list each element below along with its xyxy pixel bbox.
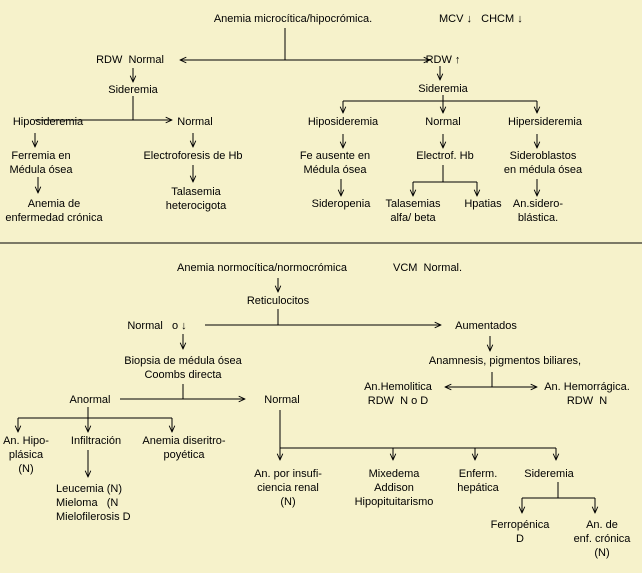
anemia-sideroblastica-label: An.sidero- blástica. <box>512 198 564 224</box>
anemia-diseritropoyetica-label: Anemia diseritro- poyética <box>142 435 226 461</box>
normal-o-bajo-label: Normal o ↓ <box>127 320 187 332</box>
microcytic-root-label: Anemia microcítica/hipocrómica. <box>213 13 373 25</box>
sideroblastos-medula-label: Sideroblastos en médula ósea <box>503 150 583 176</box>
anemia-hipoplasica-label: An. Hipo- plásica (N) <box>3 435 49 475</box>
anemia-hemorragica-label: An. Hemorrágica. RDW N <box>544 381 630 407</box>
right-hipersideremia-label: Hipersideremia <box>508 116 582 128</box>
sideremia-label: Sideremia <box>524 468 574 480</box>
infiltracion-label: Infiltración <box>70 435 122 447</box>
left-sideremia-label: Sideremia <box>108 84 158 96</box>
right-hiposideremia-label: Hiposideremia <box>307 116 379 128</box>
hpatias-label: Hpatias <box>464 198 502 210</box>
rdw-normal-label: RDW Normal <box>96 54 164 66</box>
aumentados-label: Aumentados <box>455 320 517 332</box>
electrof-hb-label: Electrof. Hb <box>416 150 474 162</box>
left-hiposideremia-label: Hiposideremia <box>12 116 84 128</box>
biopsia-coombs-label: Biopsia de médula ósea Coombs directa <box>124 355 242 381</box>
left-normal-label: Normal <box>177 116 213 128</box>
anemia-hemolitica-label: An.Hemolitica RDW N o D <box>364 381 432 407</box>
anemia-insuficiencia-renal-label: An. por insufi- ciencia renal (N) <box>254 468 322 508</box>
fe-ausente-medula-label: Fe ausente en Médula ósea <box>299 150 371 176</box>
normocytic-root-label: Anemia normocítica/normocrómica <box>177 262 347 274</box>
right-sideremia-label: Sideremia <box>418 83 468 95</box>
normal-label: Normal <box>264 394 300 406</box>
enfermedad-hepatica-label: Enferm. hepática <box>457 468 499 494</box>
vcm-normal-label: VCM Normal. <box>393 262 463 274</box>
ferropenica-label: Ferropénica D <box>490 519 550 545</box>
talasemia-heterocigota-label: Talasemia heterocigota <box>165 186 227 212</box>
anemia-enf-cronica-label: An. de enf. crónica (N) <box>573 519 631 559</box>
mixedema-addison-label: Mixedema Addison Hipopituitarismo <box>354 468 434 508</box>
reticulocitos-label: Reticulocitos <box>246 295 310 307</box>
ferremia-medula-label: Ferremia en Médula ósea <box>9 150 73 176</box>
sideropenia-label: Sideropenia <box>311 198 371 210</box>
talasemias-alfa-beta-label: Talasemias alfa/ beta <box>385 198 441 224</box>
microcytic-indices-label: MCV ↓ CHCM ↓ <box>439 13 523 25</box>
leucemia-mieloma-label: Leucemia (N) Mieloma (N Mielofilerosis D <box>56 483 131 523</box>
electroforesis-hb-label: Electroforesis de Hb <box>143 150 243 162</box>
rdw-high-label: RDW ↑ <box>425 54 461 66</box>
right-normal-label: Normal <box>425 116 461 128</box>
anormal-label: Anormal <box>69 394 111 406</box>
anamnesis-label: Anamnesis, pigmentos biliares, <box>428 355 582 367</box>
anemia-enfermedad-cronica-label: Anemia de enfermedad crónica <box>5 198 103 224</box>
